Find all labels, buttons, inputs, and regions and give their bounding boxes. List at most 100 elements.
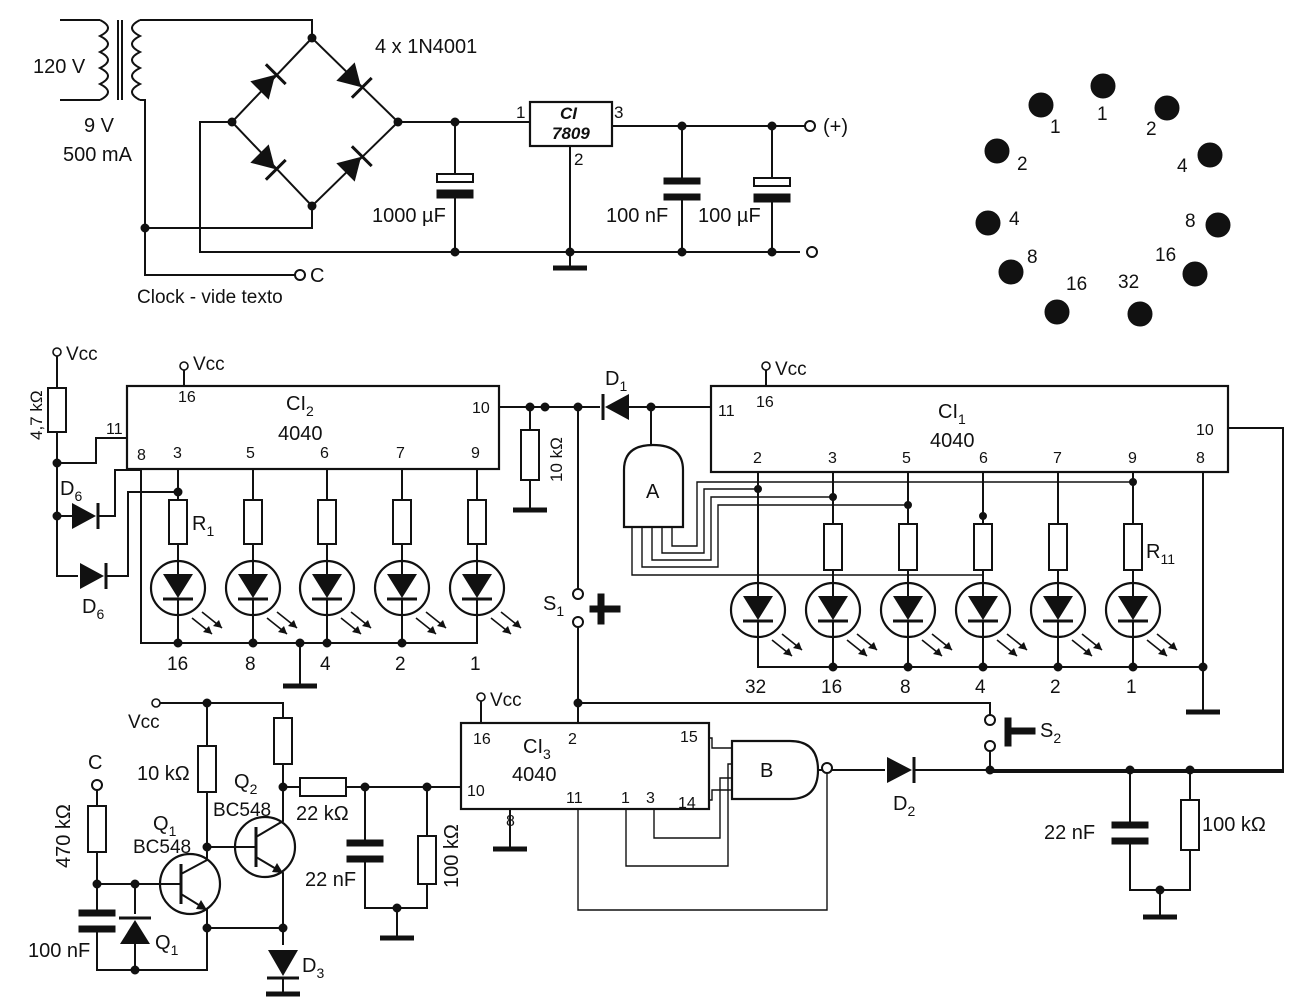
display-dot-label: 2 [1017, 154, 1028, 175]
display-dot [1205, 212, 1231, 238]
d1-s1-section: D1 S1 [543, 368, 991, 728]
ci2-led [149, 559, 224, 636]
q1-label: Q1 [153, 813, 177, 839]
ci3-resistor-label: 100 kΩ [1202, 814, 1266, 836]
s1-switch[interactable] [589, 605, 621, 613]
ground-terminal[interactable] [806, 246, 818, 258]
display-dot [1127, 301, 1153, 327]
ci1-pin11: 11 [718, 403, 735, 420]
q2-label: Q2 [234, 771, 258, 797]
regulator-7809 [528, 100, 614, 148]
ci2-led-weight: 16 [167, 654, 188, 675]
osc-22k-label: 22 kΩ [296, 803, 349, 825]
ci3-pin1: 1 [621, 790, 630, 807]
ci1-led-column [879, 472, 954, 658]
ci2-led-weight: 2 [395, 654, 406, 675]
display-dot-label: 1 [1050, 117, 1061, 138]
s1-label: S1 [543, 593, 564, 619]
ci1-led-weight: 1 [1126, 677, 1137, 698]
display-dot-label: 8 [1185, 211, 1196, 232]
ci1-pin3: 3 [828, 450, 837, 467]
q2-part: BC548 [213, 800, 271, 821]
ci2-pin6: 6 [320, 445, 329, 462]
osc-100n-label: 100 nF [28, 940, 90, 962]
s2-contact[interactable] [984, 714, 996, 726]
clock-terminal[interactable] [294, 269, 306, 281]
display-dot-label: 32 [1118, 272, 1139, 293]
osc-vcc-label: Vcc [128, 712, 160, 733]
ci1-led-column [1029, 472, 1104, 658]
ci3-pin3: 3 [646, 790, 655, 807]
display-dot-label: 4 [1177, 156, 1188, 177]
ci1-led-weight: 2 [1050, 677, 1061, 698]
pullup-resistor [47, 387, 67, 433]
display-dot [975, 210, 1001, 236]
bridge-rectifier [227, 33, 403, 211]
d1-diode [605, 394, 629, 420]
display-dot [984, 138, 1010, 164]
ci3-part: 4040 [512, 764, 557, 786]
secondary-voltage-label: 9 V [84, 115, 115, 137]
ci2-led-column [298, 469, 373, 636]
osc-clock-input[interactable] [91, 779, 103, 791]
power-supply: 120 V 9 V 500 mA C Clock - vide texto 4 … [33, 19, 848, 308]
ci1-led-column [804, 472, 879, 658]
ci2-pin9: 9 [471, 445, 480, 462]
osc-c-label: C [88, 752, 102, 774]
s2-contact[interactable] [984, 740, 996, 752]
ci1-pin9: 9 [1128, 450, 1137, 467]
d6a-label: D6 [60, 478, 82, 504]
mains-voltage-label: 120 V [33, 56, 86, 78]
d6b-diode [80, 563, 104, 589]
regulator-pin2: 2 [574, 150, 583, 169]
q1-part: BC548 [133, 837, 191, 858]
gate-b [730, 739, 820, 801]
ci3-vcc-label: Vcc [490, 690, 522, 711]
secondary-current-label: 500 mA [63, 144, 133, 166]
ci2-led-column [149, 469, 224, 636]
positive-terminal-label: (+) [823, 116, 848, 138]
ci2-name: CI2 [286, 393, 314, 419]
display-dot [998, 259, 1024, 285]
display-dot [1090, 73, 1116, 99]
ci3-counter-section: CI3 4040 Vcc 16 2 15 10 11 1 3 14 8 B D2 [459, 690, 1283, 917]
s1-contact[interactable] [572, 616, 584, 628]
oscillator-section: Vcc 10 kΩ 22 kΩ 22 nF 100 kΩ [28, 698, 463, 994]
display-dot-label: 16 [1066, 274, 1087, 295]
regulator-part: 7809 [552, 124, 590, 143]
osc-470k-label: 470 kΩ [53, 804, 75, 868]
ci1-led [729, 581, 804, 658]
ci1-pin16: 16 [756, 394, 774, 411]
ci2-pin11: 11 [106, 421, 123, 438]
input-capacitor-label: 1000 µF [372, 205, 446, 227]
ci1-led [954, 581, 1029, 658]
display-dot [1044, 299, 1070, 325]
d2-diode [887, 757, 912, 783]
ci2-led-column [448, 469, 523, 636]
ci2-pin8: 8 [137, 447, 146, 464]
ci1-led [1104, 581, 1179, 658]
gate-a-label: A [646, 481, 660, 503]
ci2-led [224, 559, 299, 636]
display-dot-label: 4 [1009, 209, 1020, 230]
transformer [60, 19, 143, 101]
s1-contact[interactable] [572, 588, 584, 600]
display-dot [1197, 142, 1223, 168]
d6b-label: D6 [82, 596, 104, 622]
display-dot [1028, 92, 1054, 118]
ci1-part: 4040 [930, 430, 975, 452]
ci1-counter-section: CI1 4040 Vcc 16 11 10 2 8 2 3 5 6 7 9 A [622, 359, 1284, 773]
positive-terminal[interactable] [804, 120, 816, 132]
ci1-led [1029, 581, 1104, 658]
display-dot [1154, 95, 1180, 121]
ci2-led [298, 559, 373, 636]
ci2-counter-section: CI2 4040 Vcc 16 10 11 8 3 5 6 7 9 Vcc 4,… [27, 344, 600, 686]
display-dot-label: 16 [1155, 245, 1176, 266]
d6a-diode [72, 503, 96, 529]
output-capacitor-100n-label: 100 nF [606, 205, 668, 227]
ci2-vcc-left-label: Vcc [66, 344, 98, 365]
ci3-pin15: 15 [680, 729, 698, 746]
d3-diode [268, 950, 298, 976]
osc-10k-label: 10 kΩ [137, 763, 190, 785]
